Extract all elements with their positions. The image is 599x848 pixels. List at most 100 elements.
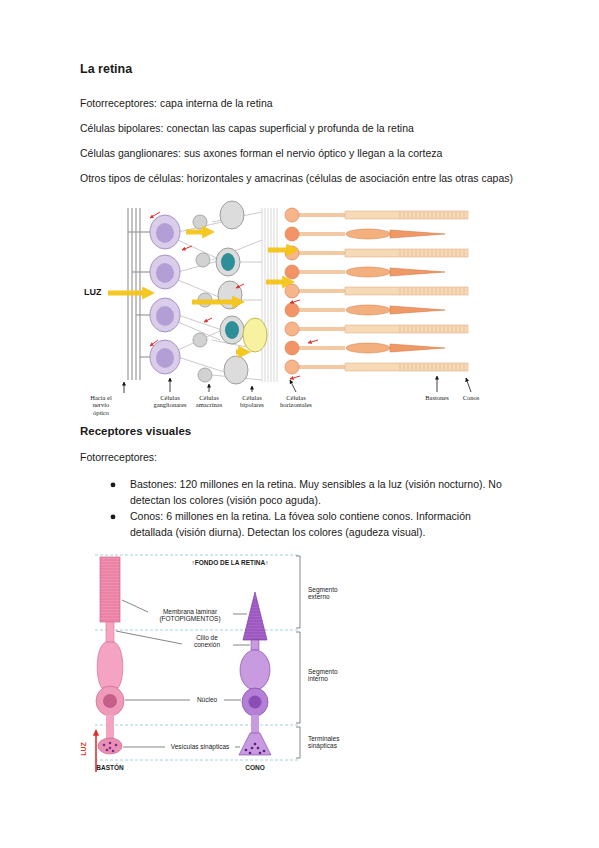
- ganglion-cell: [150, 215, 180, 249]
- light-arrow: [108, 291, 150, 296]
- rod-cell: [436, 211, 437, 219]
- rod-cell: [285, 208, 468, 222]
- rod-cell: [345, 211, 468, 219]
- cone-cell: [346, 229, 390, 239]
- signal-arrow: [204, 318, 212, 322]
- rod-cell: [412, 363, 413, 371]
- rod-drawing: [100, 584, 120, 585]
- rod-drawing: [100, 614, 120, 615]
- rod-cell: [460, 249, 461, 257]
- cone-cell: [299, 308, 345, 312]
- rod-drawing: [100, 566, 120, 567]
- rod-cell: [444, 363, 445, 371]
- rod-cell: [440, 363, 441, 371]
- rod-drawing: [100, 572, 120, 573]
- cone-cell: [285, 303, 445, 317]
- amacrine-cell: [196, 253, 210, 267]
- rod-cell: [448, 325, 449, 333]
- layer-label: Células ganglionares: [149, 394, 191, 409]
- layer-label: Bastones: [425, 394, 448, 401]
- light-label: LUZ: [84, 287, 102, 297]
- leader-line: [224, 700, 241, 701]
- cone-drawing: [249, 618, 262, 619]
- cone-cell: [390, 230, 445, 238]
- light-arrow: [236, 350, 246, 355]
- cone-cell: [346, 343, 390, 353]
- ganglion-cell: [150, 255, 180, 289]
- signal-arrow: [236, 284, 244, 288]
- part-label: Cilio de conexión: [184, 634, 230, 649]
- cone-drawing: [251, 640, 259, 650]
- bullet-text: Bastones: 120 millones en la retina. Muy…: [130, 477, 515, 509]
- rod-cell: [400, 325, 401, 333]
- cone-drawing: [249, 696, 262, 709]
- cone-cell: [390, 306, 445, 314]
- cone-cell: [285, 265, 299, 279]
- figure-heading: ↑FONDO DE LA RETINA↑: [191, 559, 268, 566]
- rod-cell: [460, 211, 461, 219]
- cone-drawing: [254, 743, 257, 746]
- page-title: La retina: [80, 62, 132, 76]
- guide-line: [95, 630, 298, 631]
- plexiform-fiber: [277, 208, 278, 382]
- signal-arrow: [308, 340, 318, 343]
- cone-drawing: [240, 650, 270, 690]
- pointer-arrow: [466, 378, 471, 392]
- rod-cell: [452, 287, 453, 295]
- plexiform-fiber: [265, 208, 266, 382]
- rod-drawing: [106, 715, 114, 739]
- rod-cell: [464, 325, 465, 333]
- rod-cell: [285, 208, 299, 222]
- cone-drawing: [249, 615, 261, 616]
- rod-cell: [448, 249, 449, 257]
- bipolar-cell: [220, 201, 244, 229]
- segment-bracket: [296, 727, 300, 728]
- plexiform-fiber: [271, 208, 272, 382]
- rod-cell: [428, 249, 429, 257]
- rod-drawing: [109, 742, 112, 745]
- light-arrow: [266, 280, 290, 285]
- signal-arrow: [150, 212, 160, 218]
- rod-cell: [440, 249, 441, 257]
- rod-drawing: [100, 578, 120, 579]
- rod-cell: [424, 325, 425, 333]
- segment-bracket: [296, 632, 300, 723]
- cone-drawing: [249, 752, 252, 755]
- rod-cell: [432, 211, 433, 219]
- rod-cell: [299, 365, 345, 369]
- rod-drawing: [106, 622, 114, 642]
- cone-cell: [299, 346, 345, 350]
- rod-cell: [285, 322, 299, 336]
- leader-line: [233, 645, 250, 646]
- rod-cell: [428, 211, 429, 219]
- rod-cell: [464, 249, 465, 257]
- rod-drawing: [100, 563, 120, 564]
- cell-name: BASTÓN: [96, 764, 123, 771]
- segment-bracket: [300, 632, 301, 723]
- cone-drawing: [259, 752, 262, 755]
- rod-drawing: [96, 686, 124, 716]
- rod-cell: [456, 325, 457, 333]
- cone-drawing: [251, 747, 254, 750]
- cone-drawing: [246, 627, 264, 628]
- ganglion-cell: [150, 340, 180, 374]
- bipolar-cell: [224, 356, 248, 384]
- rod-cell: [436, 363, 437, 371]
- ganglion-cell: [156, 263, 174, 283]
- horizontal-cell: [243, 318, 267, 352]
- rod-cell: [285, 284, 299, 298]
- rod-cell: [460, 325, 461, 333]
- rod-cell: [460, 287, 461, 295]
- rod-cell: [416, 287, 417, 295]
- cone-drawing: [245, 633, 266, 634]
- cell-name: CONO: [245, 764, 265, 771]
- bipolar-cell: [218, 281, 242, 309]
- pointer-arrow: [437, 376, 438, 392]
- cone-cell: [285, 227, 299, 241]
- dendrite-line: [178, 315, 222, 330]
- rod-cell: [424, 211, 425, 219]
- rod-drawing: [100, 611, 120, 612]
- plexiform-fiber: [268, 208, 269, 382]
- layer-label: Células horizontales: [274, 394, 318, 409]
- leader-line: [125, 700, 190, 701]
